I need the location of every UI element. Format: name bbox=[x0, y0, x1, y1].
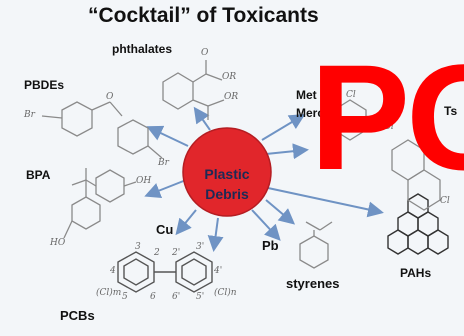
plastic-debris-text: Plastic Debris bbox=[186, 164, 268, 204]
pcb-num-5p: 5' bbox=[196, 292, 205, 302]
pbde-br2-label: Br bbox=[158, 158, 169, 168]
pcbs-label: PCBs bbox=[60, 308, 95, 323]
pcb-num-4p: 4' bbox=[214, 266, 223, 276]
styrene-structure bbox=[299, 221, 333, 269]
phthalate-o-label: O bbox=[201, 48, 209, 58]
phthalates-label: phthalates bbox=[112, 42, 173, 56]
arrow-upper-right bbox=[265, 143, 309, 160]
ts-label-partial: Ts bbox=[444, 104, 458, 118]
metals-label-partial: Met bbox=[296, 88, 317, 102]
cl-label-c: Cl bbox=[440, 196, 450, 206]
pcb-structure bbox=[117, 251, 213, 293]
phthalate-or1-label: OR bbox=[222, 72, 237, 82]
mercury-label-partial: Merc bbox=[296, 106, 325, 120]
plastic-debris-circle bbox=[182, 127, 272, 217]
styrenes-label: styrenes bbox=[286, 276, 340, 291]
arrow-pahs bbox=[267, 187, 384, 218]
pcb-num-6p: 6' bbox=[172, 292, 181, 302]
pbdes-label: PBDEs bbox=[24, 78, 65, 92]
phthalate-or2-label: OR bbox=[224, 92, 239, 102]
arrows-group bbox=[144, 106, 384, 252]
cl-label-b: Cl bbox=[384, 122, 394, 132]
pbde-o-label: O bbox=[106, 92, 114, 102]
pahs-label: PAHs bbox=[400, 266, 432, 280]
pcb-num-3: 3 bbox=[135, 242, 141, 252]
arrow-styrenes bbox=[265, 199, 296, 225]
pcb-cln-label: (Cl)n bbox=[214, 288, 237, 298]
arrow-pcbs bbox=[207, 217, 224, 252]
bpa-oh-label: OH bbox=[136, 176, 152, 186]
pcb-num-5: 5 bbox=[122, 292, 128, 302]
arrow-pbdes bbox=[146, 125, 189, 147]
bpa-ho-label: HO bbox=[50, 238, 66, 248]
arrow-metals bbox=[261, 113, 306, 141]
overlay-watermark-text: PO bbox=[310, 33, 464, 201]
right-partial-structures bbox=[333, 99, 441, 211]
bpa-structure bbox=[63, 168, 137, 239]
arrow-bpa bbox=[144, 179, 187, 199]
arrow-phthalates bbox=[193, 106, 211, 131]
arrow-cu bbox=[175, 209, 197, 236]
pb-label: Pb bbox=[262, 238, 279, 253]
bpa-label: BPA bbox=[26, 168, 51, 182]
pcb-clm-label: (Cl)m bbox=[96, 288, 122, 298]
diagram-title: “Cocktail” of Toxicants bbox=[88, 4, 319, 27]
pcb-num-4: 4 bbox=[110, 266, 116, 276]
pcb-num-6: 6 bbox=[150, 292, 156, 302]
plastic-debris-line1: Plastic bbox=[204, 166, 250, 182]
pcb-num-2: 2 bbox=[154, 248, 160, 258]
arrow-pb bbox=[251, 209, 281, 241]
plastic-debris-line2: Debris bbox=[205, 186, 249, 202]
pcb-num-3p: 3' bbox=[196, 242, 205, 252]
pbde-structure bbox=[41, 101, 163, 159]
cu-label: Cu bbox=[156, 222, 174, 237]
pcb-num-2p: 2' bbox=[172, 248, 181, 258]
cl-label-a: Cl bbox=[346, 90, 356, 100]
pbde-br1-label: Br bbox=[24, 110, 35, 120]
phthalate-structure bbox=[162, 60, 225, 120]
pah-structure bbox=[387, 193, 449, 255]
